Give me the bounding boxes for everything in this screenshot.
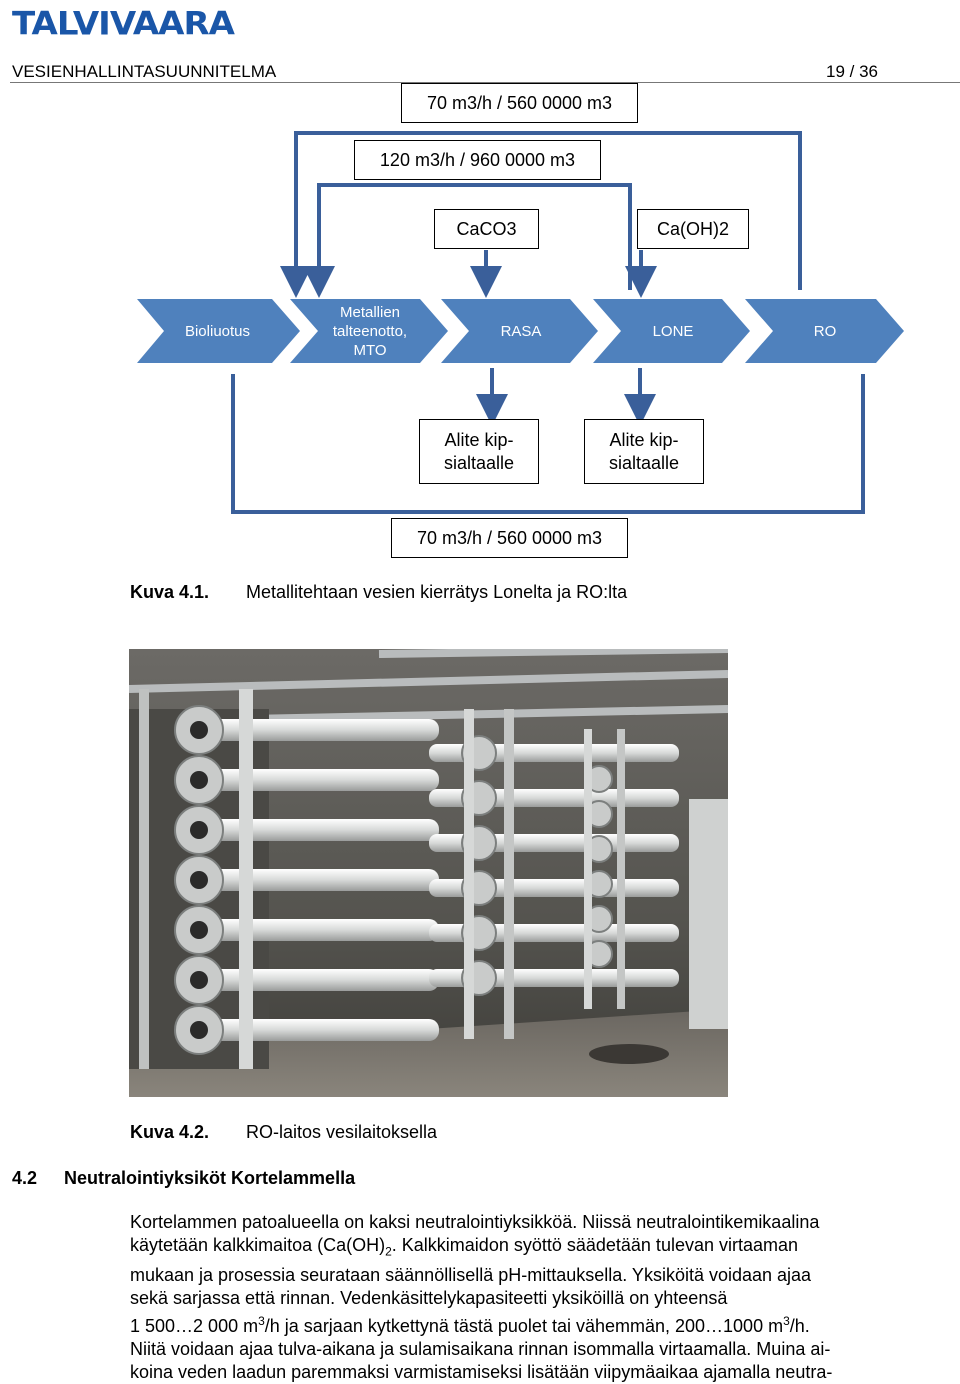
flow-box-second: 120 m3/h / 960 0000 m3: [354, 140, 601, 180]
step-label-rasa: RASA: [500, 322, 542, 340]
body-line: koina veden laadun paremmaksi varmistami…: [130, 1361, 833, 1382]
chemical-caoh2: Ca(OH)2: [637, 209, 749, 249]
body-line: Niitä voidaan ajaa tulva-aikana ja sulam…: [130, 1338, 831, 1359]
step-arrow-1: [137, 299, 300, 363]
document-title: VESIENHALLINTASUUNNITELMA: [12, 62, 277, 81]
step-label-ro: RO: [813, 322, 837, 340]
flow-box-top: 70 m3/h / 560 0000 m3: [401, 83, 638, 123]
body-line: mukaan ja prosessia seurataan säännöllis…: [130, 1264, 812, 1285]
section-number: 4.2: [12, 1168, 38, 1188]
flow-diagram-lines: [137, 131, 904, 514]
company-logo: TALVIVAARA: [12, 5, 235, 43]
page-number: 19 / 36: [826, 62, 878, 81]
body-line: käytetään kalkkimaitoa (Ca(OH)2. Kalkkim…: [130, 1235, 799, 1259]
step-arrow-3: [441, 299, 598, 363]
step-label-bioliuotus: Bioliuotus: [184, 322, 251, 340]
figure2-caption: RO-laitos vesilaitoksella: [246, 1122, 438, 1142]
connector-top-inner: [303, 183, 632, 298]
figure1-caption: Metallitehtaan vesien kierrätys Lonelta …: [246, 582, 628, 602]
figure1-number: Kuva 4.1.: [130, 582, 210, 602]
header-rule: [10, 82, 960, 83]
step-arrow-5: [745, 299, 904, 363]
body-line: 1 500…2 000 m3/h ja sarjaan kytkettynä t…: [130, 1313, 810, 1336]
chemical-caco3: CaCO3: [434, 209, 539, 249]
body-line: sekä sarjassa että rinnan. Vedenkäsittel…: [130, 1287, 728, 1308]
ro-plant-photo: [129, 649, 728, 1097]
step-arrow-4: [593, 299, 750, 363]
body-line: Kortelammen patoalueella on kaksi neutra…: [130, 1212, 820, 1232]
section-title: Neutralointiyksiköt Kortelammella: [64, 1168, 356, 1188]
residue-box-1: Alite kip- sialtaalle: [419, 419, 539, 484]
connector-bottom-loop: [231, 374, 865, 514]
connector-top-outer: [280, 131, 802, 298]
step-arrow-2: [290, 299, 448, 363]
step-label-mto: Metallien talteenotto, MTO: [332, 303, 408, 359]
step-label-lone: LONE: [652, 322, 694, 340]
figure2-number: Kuva 4.2.: [130, 1122, 210, 1142]
flow-box-bottom: 70 m3/h / 560 0000 m3: [391, 518, 628, 558]
body-paragraph: Kortelammen patoalueella on kaksi neutra…: [130, 1211, 920, 1384]
residue-box-2: Alite kip- sialtaalle: [584, 419, 704, 484]
